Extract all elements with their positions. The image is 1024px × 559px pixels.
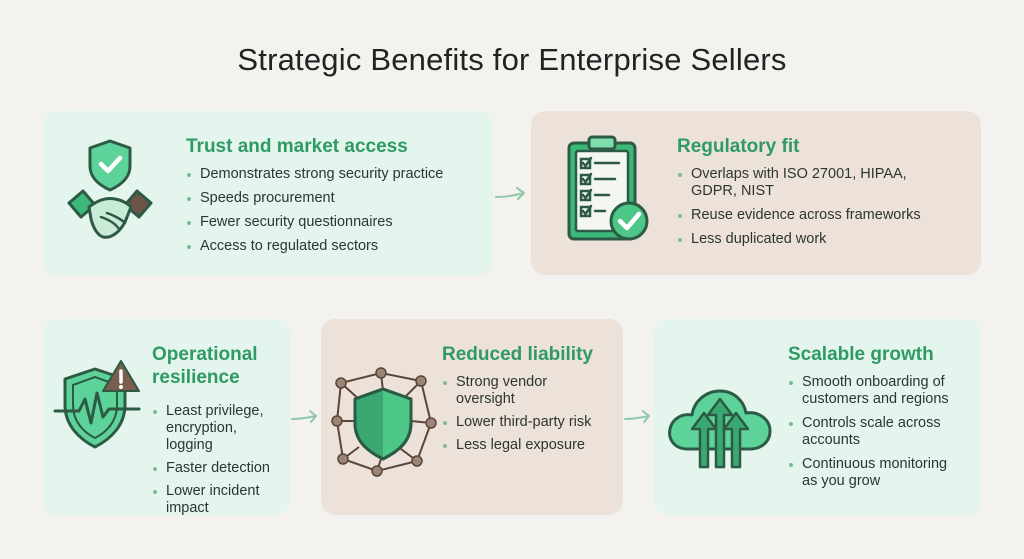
bullet-list: Overlaps with ISO 27001, HIPAA, GDPR, NI… bbox=[677, 166, 922, 248]
bullet-list: Strong vendor oversight Lower third-part… bbox=[442, 374, 602, 454]
bullet-list: Smooth onboarding of customers and regio… bbox=[788, 374, 966, 490]
bullet-item: Access to regulated sectors bbox=[186, 238, 476, 255]
bullet-list: Least privilege, encryption, logging Fas… bbox=[152, 403, 287, 517]
flow-arrow-icon bbox=[495, 187, 525, 200]
card-operational-resilience: Operational resilience Least privilege, … bbox=[43, 319, 290, 517]
card-scalable-growth: Scalable growth Smooth onboarding of cus… bbox=[654, 319, 981, 515]
bullet-item: Least privilege, encryption, logging bbox=[152, 403, 287, 454]
cloud-growth-arrows-icon bbox=[668, 389, 772, 469]
bullet-item: Strong vendor oversight bbox=[442, 374, 602, 408]
bullet-item: Overlaps with ISO 27001, HIPAA, GDPR, NI… bbox=[677, 166, 922, 200]
bullet-item: Lower third-party risk bbox=[442, 414, 602, 431]
bullet-item: Reuse evidence across frameworks bbox=[677, 207, 922, 224]
flow-arrow-icon bbox=[291, 410, 317, 423]
card-reduced-liability: Reduced liability Strong vendor oversigh… bbox=[321, 319, 623, 515]
flow-arrow-icon bbox=[624, 410, 650, 423]
bullet-item: Speeds procurement bbox=[186, 190, 476, 207]
bullet-item: Demonstrates strong security practice bbox=[186, 166, 476, 183]
card-title: Scalable growth bbox=[788, 344, 934, 365]
card-title: Operational resilience bbox=[152, 344, 258, 388]
bullet-item: Faster detection bbox=[152, 460, 287, 477]
card-trust-market-access: Trust and market access Demonstrates str… bbox=[43, 111, 493, 275]
clipboard-checklist-icon bbox=[567, 135, 649, 241]
bullet-list: Demonstrates strong security practice Sp… bbox=[186, 166, 476, 255]
card-title: Reduced liability bbox=[442, 344, 593, 365]
card-title: Trust and market access bbox=[186, 136, 408, 157]
bullet-item: Continuous monitoring as you grow bbox=[788, 456, 966, 490]
shield-handshake-icon bbox=[67, 139, 153, 239]
shield-network-icon bbox=[331, 367, 437, 477]
bullet-item: Fewer security questionnaires bbox=[186, 214, 476, 231]
bullet-item: Less duplicated work bbox=[677, 231, 922, 248]
card-title: Regulatory fit bbox=[677, 136, 800, 157]
shield-heartbeat-warning-icon bbox=[53, 360, 141, 449]
page-title: Strategic Benefits for Enterprise Seller… bbox=[237, 42, 787, 77]
card-regulatory-fit: Regulatory fit Overlaps with ISO 27001, … bbox=[531, 111, 981, 275]
bullet-item: Controls scale across accounts bbox=[788, 415, 966, 449]
bullet-item: Smooth onboarding of customers and regio… bbox=[788, 374, 966, 408]
bullet-item: Less legal exposure bbox=[442, 437, 602, 454]
bullet-item: Lower incident impact bbox=[152, 483, 287, 517]
